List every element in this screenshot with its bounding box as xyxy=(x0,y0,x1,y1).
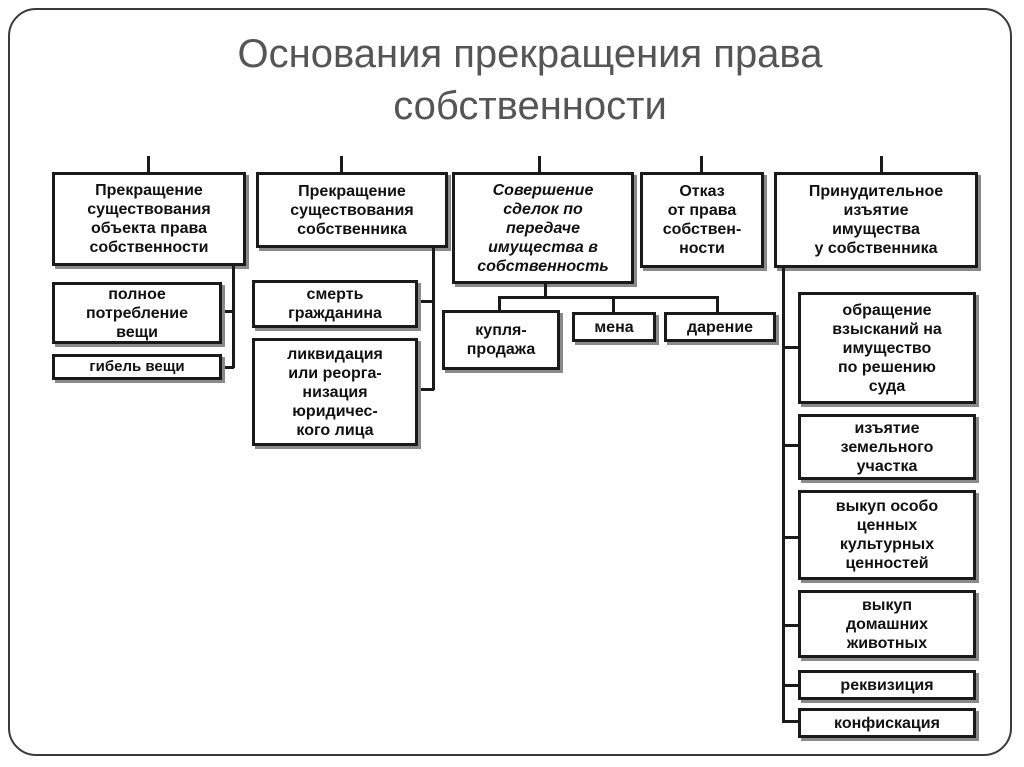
connector-line xyxy=(498,296,501,310)
connector-line xyxy=(782,684,800,687)
connector-line xyxy=(782,268,785,722)
connector-line xyxy=(782,536,800,539)
category-box-renunciation: Отказ от права собствен- ности xyxy=(640,172,764,268)
subitem-box: ликвидация или реорга- низация юридичес-… xyxy=(252,338,418,446)
connector-line xyxy=(880,156,883,172)
subitem-box: изъятие земельного участка xyxy=(798,414,976,480)
connector-line xyxy=(416,300,434,303)
subitem-box: выкуп домашних животных xyxy=(798,590,976,658)
subitem-box: гибель вещи xyxy=(52,354,222,380)
subitem-box: полное потребление вещи xyxy=(52,282,222,344)
category-box-object-termination: Прекращение существования объекта права … xyxy=(52,172,246,266)
slide-title: Основания прекращения права собственност… xyxy=(237,32,823,128)
subitem-box: конфискация xyxy=(798,708,976,738)
subitem-box: мена xyxy=(572,312,656,342)
connector-line xyxy=(782,346,800,349)
connector-line xyxy=(716,296,719,312)
subitem-box: реквизиция xyxy=(798,670,976,700)
category-box-transfer-deals: Совершение сделок по передаче имущества … xyxy=(452,172,634,284)
connector-line xyxy=(544,284,547,298)
connector-line xyxy=(220,310,234,313)
connector-line xyxy=(498,296,718,299)
connector-line xyxy=(538,156,541,172)
connector-line xyxy=(147,156,150,172)
subitem-box: купля- продажа xyxy=(442,310,560,370)
subitem-box: выкуп особо ценных культурных ценностей xyxy=(798,490,976,580)
connector-line xyxy=(340,156,343,172)
connector-line xyxy=(416,388,434,391)
connector-line xyxy=(220,366,234,369)
category-box-forced-seizure: Принудительное изъятие имущества у собст… xyxy=(774,172,978,268)
connector-line xyxy=(232,266,235,368)
subitem-box: смерть гражданина xyxy=(252,280,418,328)
category-box-owner-termination: Прекращение существования собственника xyxy=(256,172,448,248)
subitem-box: дарение xyxy=(664,312,776,342)
subitem-box: обращение взысканий на имущество по реше… xyxy=(798,292,976,404)
connector-line xyxy=(432,248,435,390)
connector-line xyxy=(700,156,703,172)
connector-line xyxy=(612,296,615,312)
connector-line xyxy=(782,624,800,627)
connector-line xyxy=(782,444,800,447)
connector-line xyxy=(782,720,800,723)
